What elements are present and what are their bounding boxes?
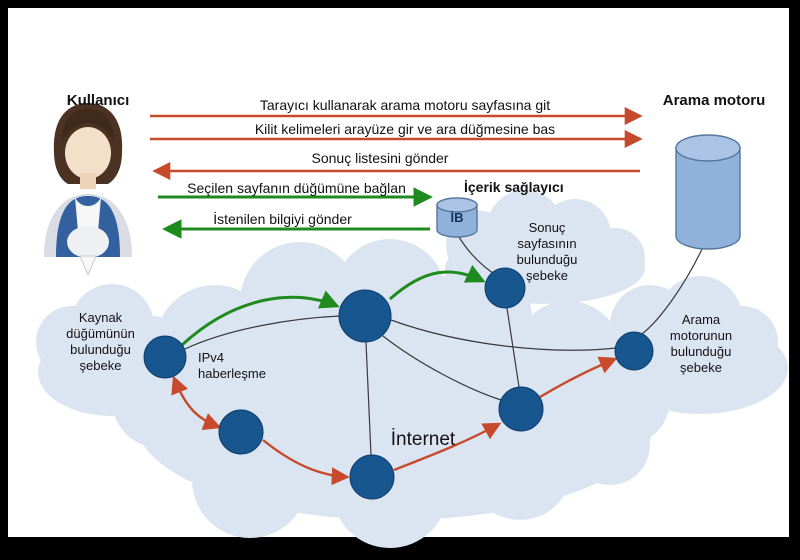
message-1-label: Tarayıcı kullanarak arama motoru sayfası… [259, 97, 551, 113]
message-4-label: Seçilen sayfanın düğümüne bağlan [187, 180, 406, 196]
user-illustration [44, 103, 132, 277]
message-2-label: Kilit kelimeleri arayüze gir ve ara düğm… [254, 121, 556, 137]
search-engine-label: Arama motoru [662, 92, 766, 109]
bottom-center-node [349, 454, 395, 500]
result-node [484, 267, 526, 309]
ipv4-label: IPv4 haberleşme [198, 350, 266, 381]
engine-node [614, 331, 654, 371]
bottom-left-node [218, 409, 264, 455]
internet-label: İnternet [390, 429, 456, 450]
ipv4-route-arrows [171, 356, 618, 486]
result-network-label: Sonuç sayfasının bulunduğu şebeke [516, 220, 578, 283]
user-label: Kullanıcı [66, 92, 130, 109]
engine-network-label: Arama motorunun bulunduğu şebeke [669, 312, 733, 375]
network-nodes [143, 267, 654, 500]
content-db-label: İB [450, 210, 464, 225]
source-network-label: Kaynak düğümünün bulunduğu şebeke [66, 310, 135, 373]
source-node [143, 335, 187, 379]
transfer-route-arrows [180, 265, 486, 347]
content-provider-label: İçerik sağlayıcı [464, 179, 564, 195]
message-5-label: İstenilen bilgiyi gönder [213, 211, 352, 227]
content-db-icon [436, 197, 478, 238]
mid-node [498, 386, 544, 432]
message-arrows [150, 107, 643, 239]
message-3-label: Sonuç listesini gönder [311, 150, 449, 166]
hub-node [338, 289, 392, 343]
database-icon [675, 134, 741, 250]
